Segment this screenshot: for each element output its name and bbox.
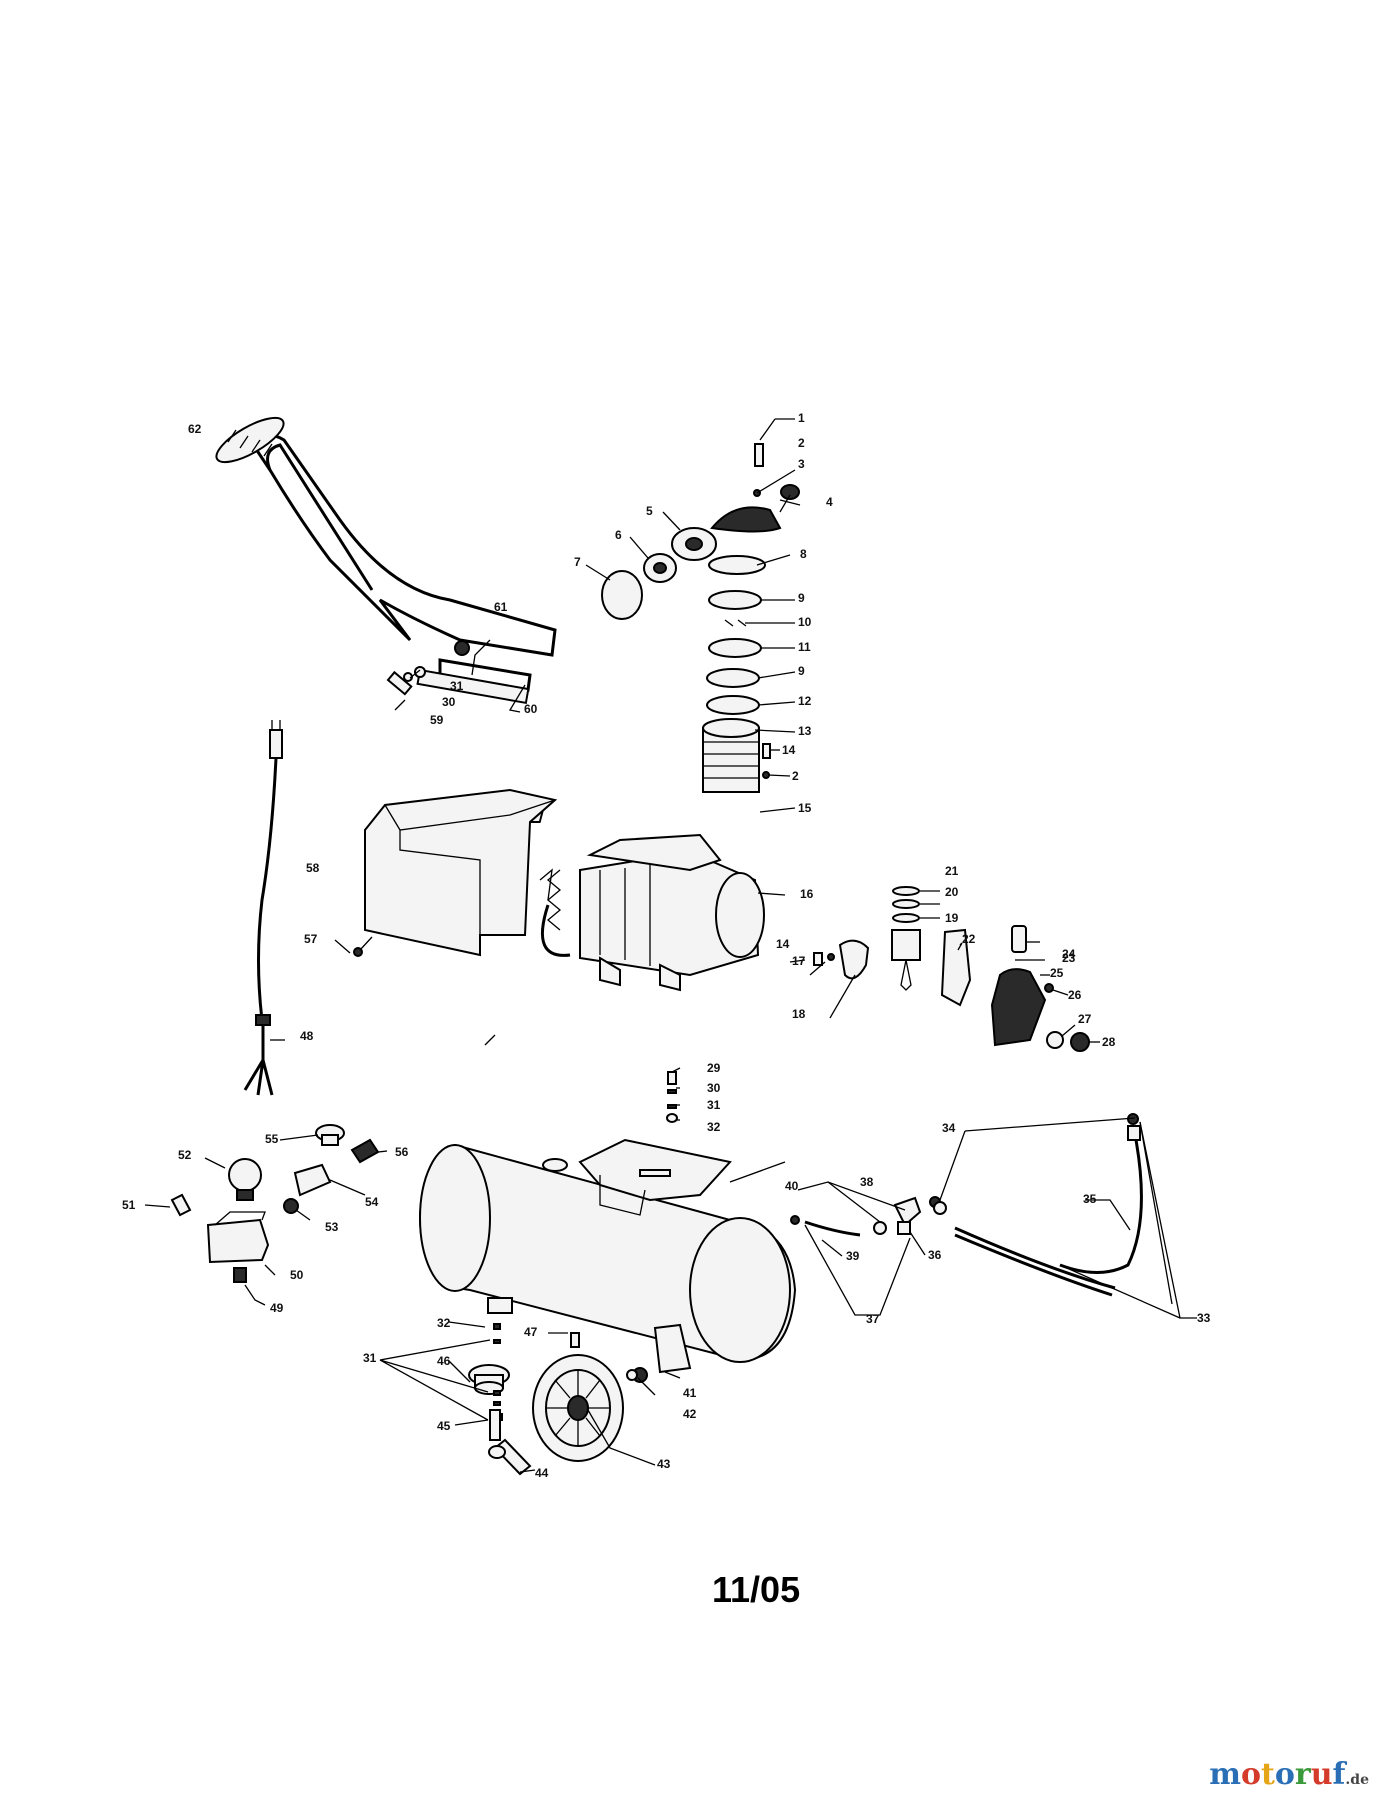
part-label-46: 46 bbox=[437, 1354, 451, 1368]
part-label-22: 22 bbox=[962, 932, 976, 946]
part-label-31: 31 bbox=[707, 1098, 721, 1112]
part-label-9b: 9 bbox=[798, 664, 805, 678]
part-label-32: 32 bbox=[707, 1120, 721, 1134]
part-label-21: 21 bbox=[945, 864, 959, 878]
part-label-2b: 2 bbox=[792, 769, 799, 783]
pressure-switch-assembly bbox=[170, 1124, 380, 1283]
discharge-tube-assembly bbox=[790, 1113, 1143, 1297]
part-label-42: 42 bbox=[683, 1407, 697, 1421]
part-label-14b: 14 bbox=[776, 937, 790, 951]
part-label-30: 30 bbox=[707, 1081, 721, 1095]
part-label-17: 17 bbox=[792, 954, 806, 968]
part-label-32b: 32 bbox=[437, 1316, 451, 1330]
part-label-19: 19 bbox=[945, 911, 959, 925]
motor-shroud bbox=[353, 788, 558, 957]
power-cord bbox=[243, 720, 283, 1096]
watermark-letter: o bbox=[1241, 1757, 1262, 1792]
part-label-49: 49 bbox=[270, 1301, 284, 1315]
watermark-letter: o bbox=[1274, 1757, 1295, 1792]
watermark-letter: r bbox=[1294, 1757, 1311, 1792]
part-label-33a: 33 bbox=[1197, 1311, 1211, 1325]
part-label-31c: 31 bbox=[450, 679, 464, 693]
part-label-12: 12 bbox=[798, 694, 812, 708]
connecting-rod-assembly bbox=[813, 886, 972, 1007]
watermark-letter: u bbox=[1310, 1757, 1333, 1792]
part-label-24: 24 bbox=[1062, 947, 1076, 961]
leader-lines bbox=[144, 418, 1197, 1473]
part-label-10: 10 bbox=[798, 615, 812, 629]
air-tank bbox=[418, 1138, 797, 1383]
part-label-2: 2 bbox=[798, 436, 805, 450]
part-label-11: 11 bbox=[798, 640, 811, 654]
part-label-56: 56 bbox=[395, 1145, 409, 1159]
handle-assembly bbox=[215, 416, 557, 705]
part-label-38: 38 bbox=[860, 1175, 874, 1189]
part-label-35: 35 bbox=[1083, 1192, 1097, 1206]
part-label-34: 34 bbox=[942, 1121, 956, 1135]
part-label-41: 41 bbox=[683, 1386, 697, 1400]
part-label-52: 52 bbox=[178, 1148, 192, 1162]
part-label-45: 45 bbox=[437, 1419, 451, 1433]
watermark-letter: f bbox=[1332, 1757, 1346, 1792]
part-label-60: 60 bbox=[524, 702, 538, 716]
part-label-20: 20 bbox=[945, 885, 959, 899]
part-label-37a: 37 bbox=[866, 1312, 880, 1326]
part-label-8: 8 bbox=[800, 547, 807, 561]
part-label-9a: 9 bbox=[798, 591, 805, 605]
part-label-26: 26 bbox=[1068, 988, 1082, 1002]
handle-grip bbox=[215, 416, 285, 464]
part-label-62: 62 bbox=[188, 422, 202, 436]
date-code: 11/05 bbox=[712, 1569, 800, 1610]
part-label-54: 54 bbox=[365, 1195, 379, 1209]
part-label-55: 55 bbox=[265, 1132, 279, 1146]
watermark-suffix: .de bbox=[1345, 1772, 1369, 1788]
part-label-59: 59 bbox=[430, 713, 444, 727]
part-label-3: 3 bbox=[798, 457, 805, 471]
motoruf-watermark: motoruf.de bbox=[1209, 1757, 1369, 1792]
part-label-31b: 31 bbox=[363, 1351, 377, 1365]
part-label-18: 18 bbox=[792, 1007, 806, 1021]
part-label-5: 5 bbox=[646, 504, 653, 518]
watermark-word: motoruf bbox=[1209, 1757, 1345, 1792]
part-label-58: 58 bbox=[306, 861, 320, 875]
part-label-47: 47 bbox=[524, 1325, 538, 1339]
part-label-4: 4 bbox=[826, 495, 833, 509]
part-label-48: 48 bbox=[300, 1029, 314, 1043]
part-label-29: 29 bbox=[707, 1061, 721, 1075]
part-label-51: 51 bbox=[122, 1198, 136, 1212]
part-label-14a: 14 bbox=[782, 743, 796, 757]
watermark-letter: m bbox=[1209, 1757, 1241, 1792]
part-label-6: 6 bbox=[615, 528, 622, 542]
part-label-1: 1 bbox=[798, 411, 805, 425]
part-label-39: 39 bbox=[846, 1249, 860, 1263]
part-label-36: 36 bbox=[928, 1248, 942, 1262]
part-label-13: 13 bbox=[798, 724, 812, 738]
part-label-23: 23 bbox=[1062, 951, 1076, 965]
part-label-44: 44 bbox=[535, 1466, 549, 1480]
part-label-57: 57 bbox=[304, 932, 318, 946]
cylinder-head-assembly bbox=[478, 443, 800, 823]
part-label-43: 43 bbox=[657, 1457, 671, 1471]
part-label-61: 61 bbox=[494, 600, 508, 614]
part-label-28: 28 bbox=[1102, 1035, 1116, 1049]
wheel-assembly bbox=[468, 1323, 638, 1476]
part-label-15: 15 bbox=[798, 801, 812, 815]
cylinder bbox=[702, 718, 760, 793]
part-label-7: 7 bbox=[574, 555, 581, 569]
part-label-50: 50 bbox=[290, 1268, 304, 1282]
watermark-letter: t bbox=[1261, 1757, 1275, 1792]
part-label-53: 53 bbox=[325, 1220, 339, 1234]
part-label-16: 16 bbox=[800, 887, 814, 901]
part-label-30b: 30 bbox=[442, 695, 456, 709]
part-label-40: 40 bbox=[785, 1179, 799, 1193]
part-label-27: 27 bbox=[1078, 1012, 1092, 1026]
motor bbox=[539, 833, 765, 992]
part-labels: 1 2 3 4 5 6 7 8 9 10 11 9 12 13 14 2 15 … bbox=[122, 411, 1211, 1480]
part-label-25: 25 bbox=[1050, 966, 1064, 980]
valve-cover-assembly bbox=[990, 925, 1090, 1052]
fastener-set bbox=[666, 1071, 678, 1123]
